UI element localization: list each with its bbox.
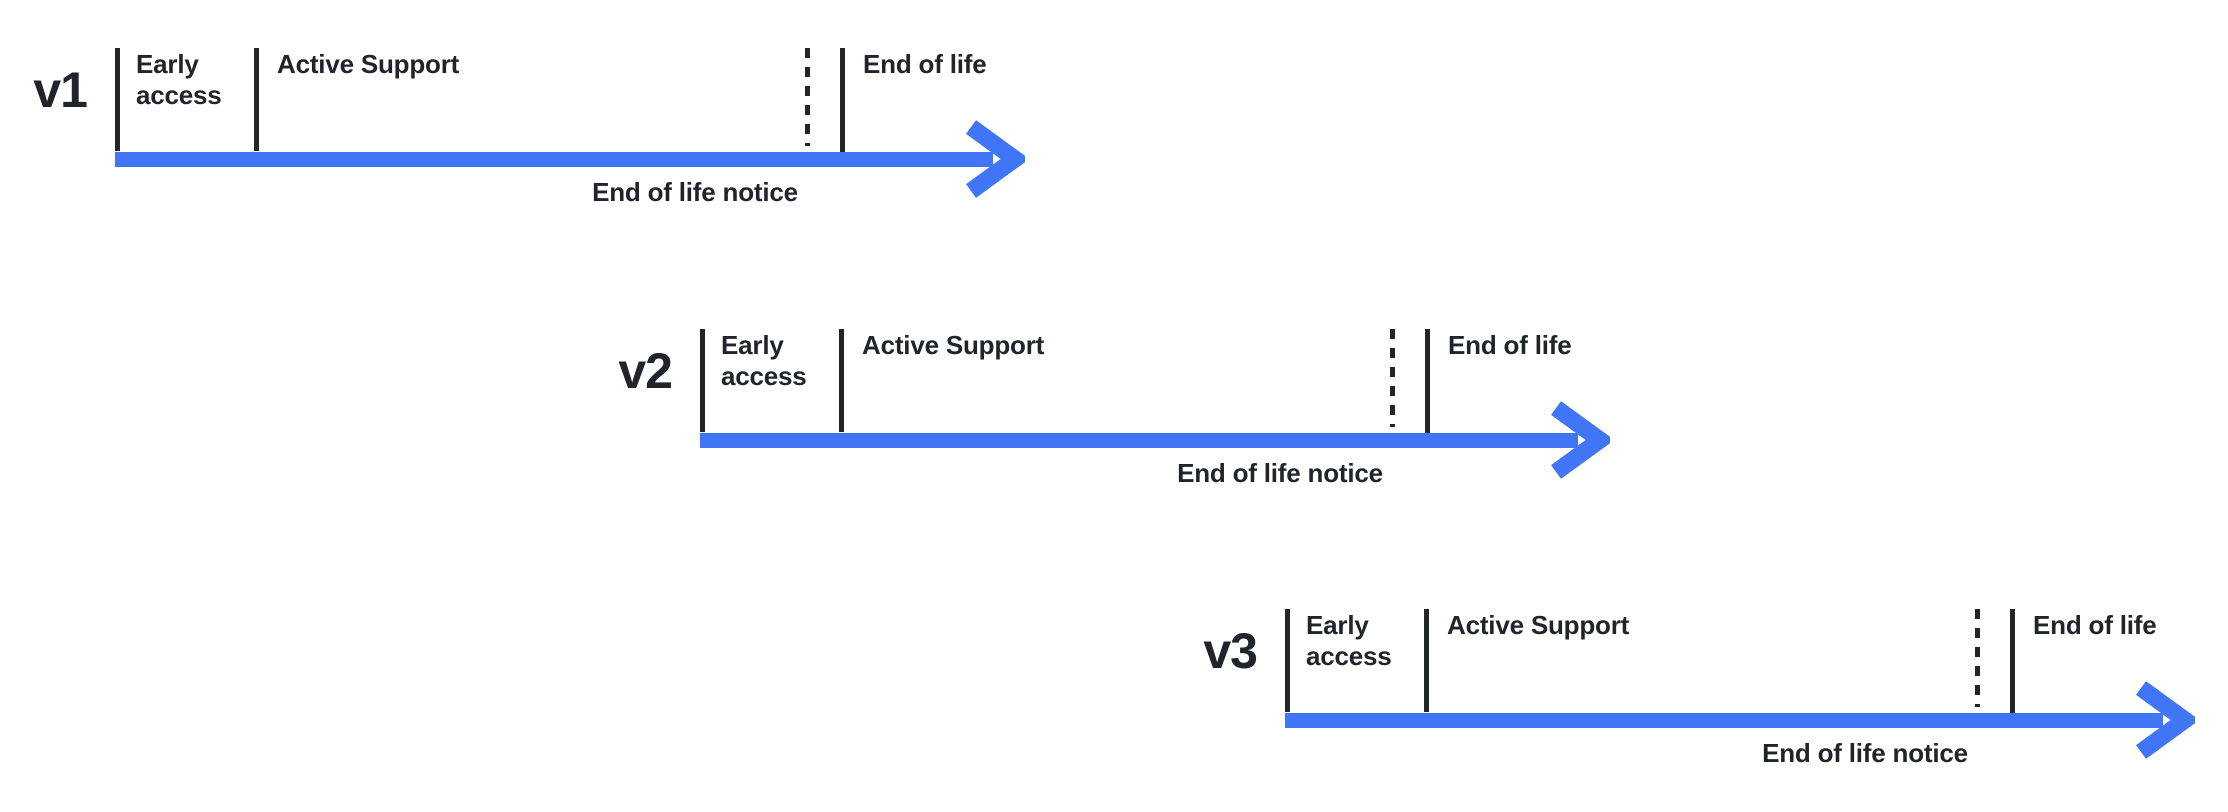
eol-notice-dashed-tick [1390, 329, 1395, 427]
version-label: v3 [1203, 623, 1258, 679]
arrowhead-icon [966, 120, 1025, 198]
active-support-start-tick [1424, 609, 1429, 712]
eol-notice-dashed-tick [1975, 609, 1980, 707]
end-of-life-label: End of life [863, 49, 987, 79]
arrowhead-icon [2136, 681, 2195, 759]
timeline-arrow-bar [1285, 713, 2163, 728]
version-label: v1 [33, 62, 88, 118]
end-of-life-tick [840, 48, 845, 152]
end-of-life-tick [1425, 329, 1430, 433]
version-label: v2 [618, 343, 673, 399]
end-of-life-label: End of life [2033, 610, 2157, 640]
timeline-start-tick [115, 48, 120, 151]
timeline-arrow-bar [115, 152, 993, 167]
end-of-life-label: End of life [1448, 330, 1572, 360]
early-access-label: Early access [1306, 610, 1392, 672]
eol-notice-dashed-tick [805, 48, 810, 146]
timeline-arrow-bar [700, 433, 1578, 448]
active-support-label: Active Support [277, 49, 460, 79]
active-support-label: Active Support [1447, 610, 1630, 640]
active-support-label: Active Support [862, 330, 1045, 360]
active-support-start-tick [254, 48, 259, 151]
timeline-start-tick [700, 329, 705, 432]
early-access-label: Early access [136, 49, 222, 111]
eol-notice-label: End of life notice [592, 177, 798, 207]
early-access-label: Early access [721, 330, 807, 392]
arrowhead-icon [1551, 401, 1610, 479]
timeline-start-tick [1285, 609, 1290, 712]
active-support-start-tick [839, 329, 844, 432]
eol-notice-label: End of life notice [1177, 458, 1383, 488]
eol-notice-label: End of life notice [1762, 738, 1968, 768]
end-of-life-tick [2010, 609, 2015, 713]
